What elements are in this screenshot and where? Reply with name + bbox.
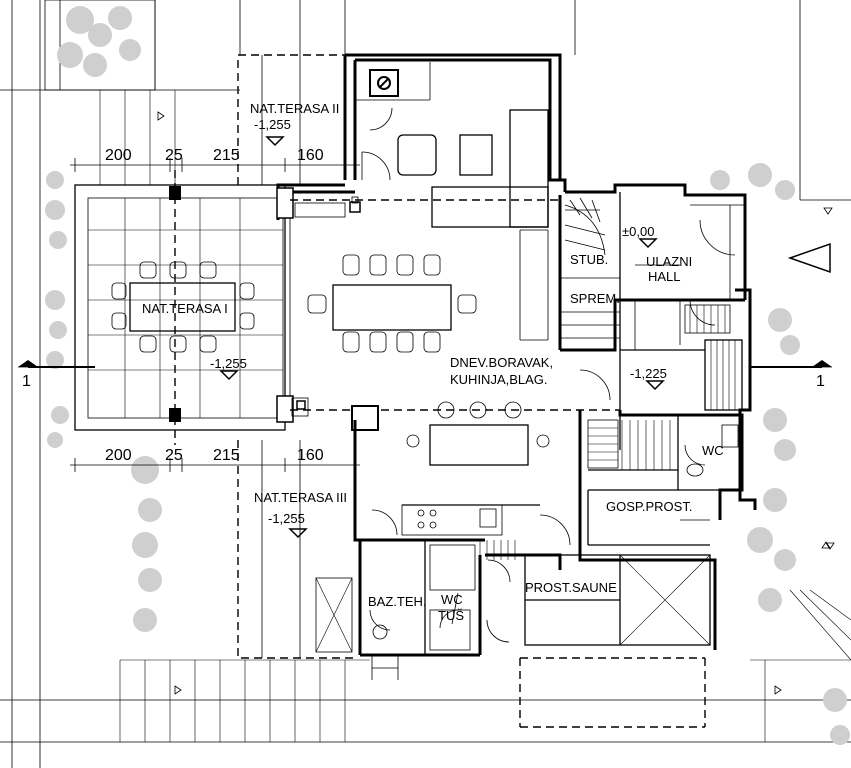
dimension-lines: 200 25 215 160 200 25 215 160 (70, 147, 360, 472)
door-swings (361, 107, 736, 643)
landscape-plants (45, 6, 850, 745)
section-marker-left: 1 (22, 373, 31, 390)
label-terrace-1: NAT.TERASA I (142, 301, 228, 316)
dim-bottom-2: 25 (165, 447, 183, 464)
room-labels: NAT.TERASA II -1,255 NAT.TERASA I -1,255… (142, 101, 724, 623)
level-terrace-2: -1,255 (254, 117, 291, 132)
dim-top-2: 25 (165, 147, 183, 164)
label-stairs: STUB. (570, 252, 608, 267)
dim-bottom-1: 200 (105, 447, 132, 464)
level-terrace-1: -1,255 (210, 356, 247, 371)
label-pool-tech: BAZ.TEH. (368, 594, 427, 609)
level-terrace-3: -1,255 (268, 511, 305, 526)
level-hall: -1,225 (630, 366, 667, 381)
label-storage: SPREM. (570, 291, 620, 306)
label-wc-shower-1: WC (441, 592, 463, 607)
terrace-3-outline (237, 440, 355, 659)
section-line: 1 1 (18, 360, 832, 390)
terrace-1 (74, 170, 286, 445)
dim-bottom-4: 160 (297, 447, 324, 464)
label-sauna: PROST.SAUNE (525, 580, 617, 595)
label-terrace-2: NAT.TERASA II (250, 101, 339, 116)
terrace-2-outline (237, 54, 345, 186)
entrance-arrow-icon (787, 242, 831, 274)
level-entry: ±0,00 (622, 224, 654, 239)
dim-bottom-3: 215 (213, 447, 240, 464)
dim-top-4: 160 (297, 147, 324, 164)
label-living-2: KUHINJA,BLAG. (450, 372, 548, 387)
level-markers (219, 136, 665, 539)
label-wc-shower-2: TUŠ (438, 608, 464, 623)
living-furniture (307, 69, 550, 466)
label-terrace-3: NAT.TERASA III (254, 490, 347, 505)
label-entry-2: HALL (648, 269, 681, 284)
section-marker-right: 1 (816, 373, 825, 390)
label-living-1: DNEV.BORAVAK, (450, 355, 553, 370)
dim-top-1: 200 (105, 147, 132, 164)
label-wc: WC (702, 443, 724, 458)
dim-top-3: 215 (213, 147, 240, 164)
building-walls (276, 53, 757, 680)
label-utility: GOSP.PROST. (606, 499, 692, 514)
label-entry-1: ULAZNI (646, 254, 692, 269)
